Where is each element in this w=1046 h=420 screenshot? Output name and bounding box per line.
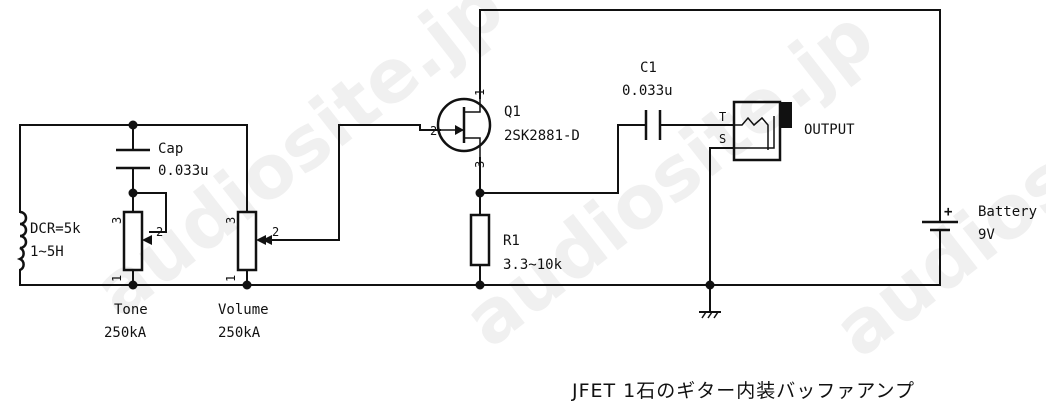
- junction: [242, 280, 252, 290]
- tone-potentiometer: 3 1 2 Tone 250kA: [104, 210, 163, 341]
- jfet-q1: 2 1 3 Q1 2SK2881-D: [430, 89, 580, 168]
- junction: [705, 280, 715, 290]
- volume-pin2: 2: [272, 225, 279, 239]
- junction-dots: [128, 120, 715, 290]
- volume-potentiometer: 3 1 2 Volume 250kA: [218, 210, 279, 341]
- battery-value-label: 9V: [978, 227, 995, 243]
- q1-pin1: 1: [473, 89, 487, 96]
- tone-pin2: 2: [156, 225, 163, 239]
- q1-name-label: Q1: [504, 104, 521, 120]
- junction: [128, 188, 138, 198]
- cap-value-label: 0.033u: [158, 163, 209, 179]
- watermark-layer: audiosite.jp audiosite.jp audiosite.jp: [78, 0, 1046, 374]
- coupling-capacitor-c1: C1 0.033u: [622, 60, 673, 140]
- junction: [128, 120, 138, 130]
- r1-name-label: R1: [503, 233, 520, 249]
- q1-part-label: 2SK2881-D: [504, 128, 580, 144]
- c1-name-label: C1: [640, 60, 657, 76]
- pickup-inductance-label: 1~5H: [30, 244, 64, 260]
- battery: + Battery 9V: [922, 204, 1037, 243]
- output-pin-s: S: [719, 132, 726, 146]
- c1-value-label: 0.033u: [622, 83, 673, 99]
- tone-value-label: 250kA: [104, 325, 147, 341]
- r1-value-label: 3.3~10k: [503, 257, 563, 273]
- output-pin-t: T: [719, 110, 726, 124]
- q1-pin3: 3: [473, 161, 487, 168]
- volume-pin3: 3: [224, 217, 238, 224]
- battery-name-label: Battery: [978, 204, 1037, 220]
- junction: [475, 280, 485, 290]
- output-label: OUTPUT: [804, 122, 855, 138]
- output-jack: T S OUTPUT: [719, 100, 855, 162]
- resistor-r1: R1 3.3~10k: [469, 213, 563, 273]
- q1-pin2: 2: [430, 124, 437, 138]
- diagram-title: JFET 1石のギター内装バッファアンプ: [571, 380, 915, 402]
- wires: [19, 9, 941, 313]
- ground-icon: [699, 311, 721, 319]
- tone-pin1: 1: [110, 275, 124, 282]
- pickup-dcr-label: DCR=5k: [30, 221, 81, 237]
- tone-capacitor: Cap 0.033u: [116, 141, 209, 179]
- cap-name-label: Cap: [158, 141, 183, 157]
- tone-pin3: 3: [110, 217, 124, 224]
- battery-plus-sign: +: [944, 204, 952, 220]
- volume-name-label: Volume: [218, 302, 269, 318]
- tone-name-label: Tone: [114, 302, 148, 318]
- junction: [128, 280, 138, 290]
- pickup-inductor: DCR=5k 1~5H: [16, 210, 81, 272]
- volume-pin1: 1: [224, 275, 238, 282]
- volume-value-label: 250kA: [218, 325, 261, 341]
- junction: [475, 188, 485, 198]
